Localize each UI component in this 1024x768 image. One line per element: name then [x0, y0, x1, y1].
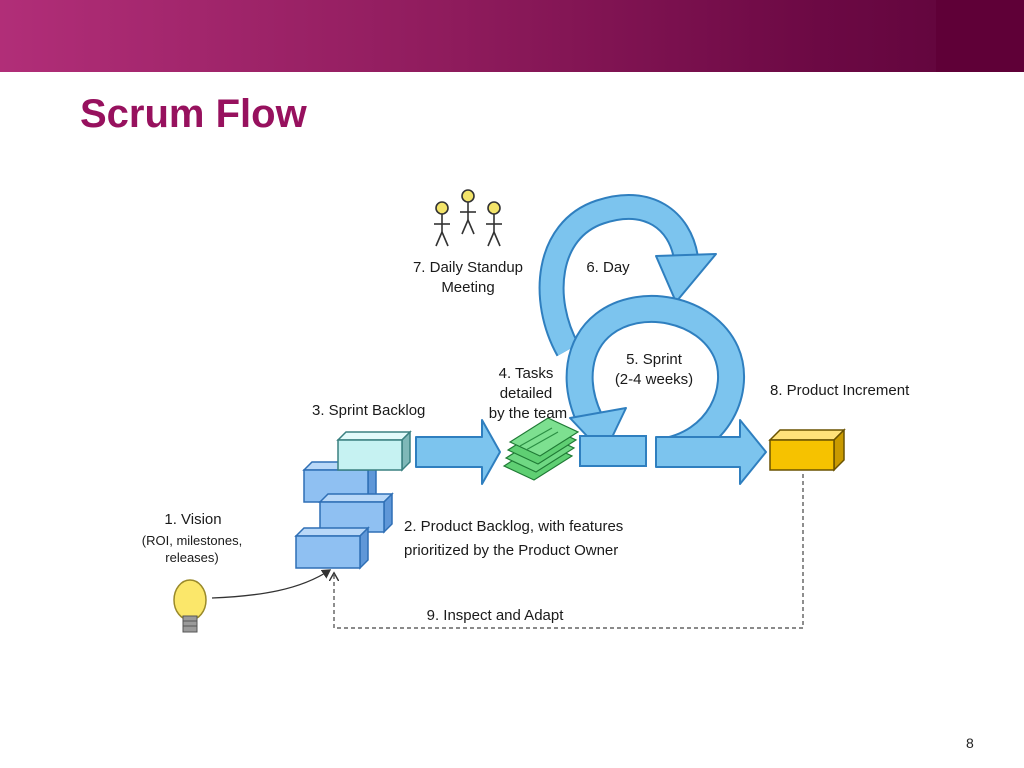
page-number: 8 [966, 735, 974, 751]
sprint-backlog-block [336, 430, 412, 472]
product-backlog-label-line2: prioritized by the Product Owner [404, 542, 618, 559]
day-loop-arrow [538, 194, 717, 357]
increment-label: 8. Product Increment [770, 382, 910, 399]
slide-title: Scrum Flow [80, 92, 307, 136]
vision-connector-arrow [211, 569, 332, 599]
inspect-adapt-label: 9. Inspect and Adapt [427, 607, 565, 624]
sprint-label-line2: (2-4 weeks) [615, 371, 693, 388]
tasks-label-line2: detailed [500, 385, 553, 402]
standup-label-line2: Meeting [441, 279, 494, 296]
standup-people-icon [434, 189, 502, 247]
sprint-to-increment-arrow [655, 419, 767, 485]
product-backlog-blocks [294, 460, 394, 570]
vision-detail-line1: (ROI, milestones, [142, 533, 242, 548]
vision-title: 1. Vision [164, 511, 221, 528]
tasks-stack-icon [502, 417, 580, 481]
day-label: 6. Day [586, 259, 630, 276]
header-accent-block [936, 0, 1024, 72]
product-increment-box [768, 428, 846, 472]
sprint-loop-arrow [565, 294, 745, 466]
tasks-label-line1: 4. Tasks [499, 365, 554, 382]
product-backlog-label-line1: 2. Product Backlog, with features [404, 518, 623, 535]
backlog-to-tasks-arrow [415, 419, 501, 485]
lightbulb-icon [173, 579, 207, 633]
tasks-to-sprint-bar [579, 435, 647, 467]
tasks-label-line3: by the team [489, 405, 567, 422]
sprint-backlog-label: 3. Sprint Backlog [312, 402, 425, 419]
standup-label-line1: 7. Daily Standup [413, 259, 523, 276]
vision-detail-line2: releases) [165, 550, 218, 565]
sprint-label-line1: 5. Sprint [626, 351, 683, 368]
inspect-adapt-loop [334, 474, 804, 629]
header-bar [0, 0, 1024, 72]
